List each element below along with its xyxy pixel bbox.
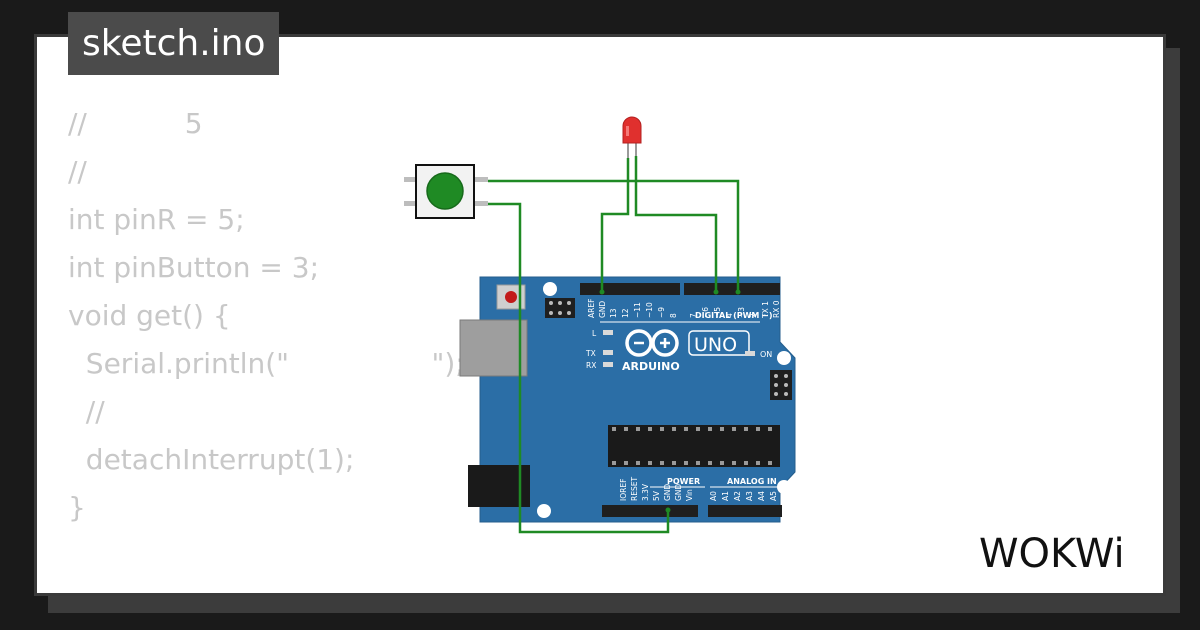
- pin-label: 5V: [652, 490, 661, 501]
- atmega-chip: [608, 425, 780, 467]
- on-led: [745, 351, 755, 356]
- wire-endpoint: [735, 289, 741, 295]
- rx-led-label: RX: [586, 361, 596, 370]
- pin-label: A2: [733, 491, 742, 501]
- pin-label: TX 1: [761, 301, 770, 319]
- pin-label: RESET: [630, 477, 639, 501]
- code-line: void get() {: [68, 299, 231, 332]
- pin-label: GND: [598, 301, 607, 318]
- power-header: [602, 505, 782, 517]
- mounting-hole: [537, 504, 551, 518]
- code-line: int pinR = 5;: [68, 203, 245, 236]
- pin-label: 2: [749, 313, 758, 318]
- pin-label: 3.3V: [641, 483, 650, 501]
- pin-label: ~3: [737, 307, 746, 318]
- pin-label: A0: [709, 491, 718, 501]
- wire-endpoint: [665, 507, 671, 513]
- model-badge: [688, 330, 750, 356]
- pushbutton[interactable]: [404, 164, 488, 219]
- pin-label: 4: [725, 313, 734, 318]
- tx-led: [603, 350, 613, 355]
- pin-label: 8: [669, 313, 678, 318]
- wokwi-logo-text: WOKWi: [979, 531, 1125, 575]
- mounting-hole: [777, 351, 791, 365]
- filename-tab[interactable]: sketch.ino: [68, 12, 280, 75]
- usb-port: [459, 319, 528, 377]
- digital-header: [580, 283, 780, 295]
- code-line: Serial.println(" ");: [68, 347, 465, 380]
- pin-label: GND: [663, 484, 672, 501]
- pin-label: A5: [769, 491, 778, 501]
- digital-label: DIGITAL (PWM ~): [695, 311, 773, 320]
- wire-led-to-gnd: [600, 158, 630, 292]
- brand-label: ARDUINO: [622, 360, 680, 373]
- code-line: // 5: [68, 107, 203, 140]
- rx-led: [603, 362, 613, 367]
- code-line: }: [68, 491, 86, 524]
- l-led-label: L: [592, 329, 597, 338]
- circuit-diagram: AREF GND 13 12 ~11 ~10 ~9 8 7 ~6 ~5 4 ~3…: [404, 116, 796, 534]
- pin-label: 12: [621, 308, 630, 318]
- pin-label: Vin: [685, 489, 694, 501]
- pin-label: AREF: [587, 299, 596, 318]
- wire-button-to-d3: [488, 179, 740, 292]
- pin-label: 13: [609, 308, 618, 318]
- pin-label: ~5: [713, 307, 722, 318]
- code-line: detachInterrupt(1);: [68, 443, 355, 476]
- mounting-hole: [777, 480, 791, 494]
- wire-led-to-d5: [634, 156, 718, 292]
- pin-label: ~10: [645, 302, 654, 318]
- wires: [488, 156, 740, 534]
- reset-button-cap: [505, 291, 517, 303]
- wire-button-to-gnd: [488, 202, 670, 534]
- pin-label: ~11: [633, 302, 642, 318]
- code-line: //: [68, 155, 87, 188]
- tx-led-label: TX: [585, 349, 596, 358]
- pin-label: 7: [689, 313, 698, 318]
- arduino-logo-icon: [625, 329, 679, 357]
- code-editor[interactable]: // 5 // int pinR = 5; int pinButton = 3;…: [68, 100, 465, 580]
- model-label: UNO: [694, 334, 737, 356]
- on-led-label: ON: [760, 350, 772, 359]
- pin-label: GND: [674, 484, 683, 501]
- arduino-uno-board[interactable]: AREF GND 13 12 ~11 ~10 ~9 8 7 ~6 ~5 4 ~3…: [459, 276, 796, 523]
- icsp-header: [545, 298, 575, 318]
- pin-label: RX 0: [772, 300, 781, 318]
- power-label: POWER: [667, 477, 700, 486]
- pin-label: ~6: [701, 307, 710, 318]
- pin-label: IOREF: [619, 479, 628, 501]
- analog-label: ANALOG IN: [727, 477, 777, 486]
- l-led: [603, 330, 613, 335]
- red-led[interactable]: [622, 116, 642, 160]
- pin-label: ~9: [657, 307, 666, 318]
- code-line: int pinButton = 3;: [68, 251, 320, 284]
- pushbutton-cap[interactable]: [426, 172, 464, 210]
- wokwi-logo: WOKWi: [979, 531, 1125, 575]
- wire-endpoint: [599, 289, 605, 295]
- code-line: //: [68, 395, 105, 428]
- mounting-hole: [543, 282, 557, 296]
- wire-endpoint: [713, 289, 719, 295]
- pin-label: A3: [745, 491, 754, 501]
- icsp-header-right: [770, 370, 792, 400]
- pin-label: A1: [721, 491, 730, 501]
- pin-label: A4: [757, 491, 766, 501]
